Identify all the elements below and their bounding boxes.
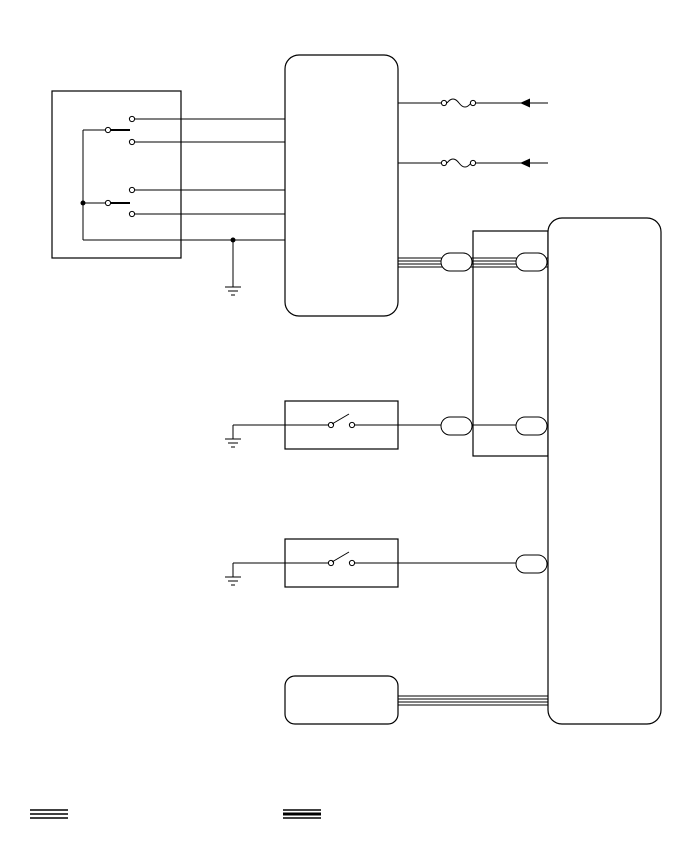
ground-symbol-1: [225, 237, 241, 296]
multiplex-switch-housing: [51, 90, 182, 259]
ground-symbol-2: [225, 425, 241, 448]
switch-2: [233, 538, 548, 588]
ground-symbol-3: [225, 563, 241, 586]
switch-1: [233, 400, 548, 450]
power-arrow-icon: [520, 98, 530, 108]
legend-shielded-double-line: [30, 809, 68, 819]
connector-plug: [515, 416, 548, 436]
connector-plug: [440, 252, 473, 272]
control-module: [284, 54, 399, 317]
legend-shielded-triple-line: [283, 809, 321, 819]
fuse-1: [398, 98, 548, 108]
junction-dot: [80, 200, 86, 206]
connector-plug: [440, 416, 473, 436]
main-control-unit: [547, 217, 662, 725]
sub-module: [284, 675, 548, 725]
multiplex-switch: [51, 90, 285, 259]
sub-module-housing: [284, 675, 399, 725]
connector-plug: [515, 554, 548, 574]
connector-plug: [515, 252, 548, 272]
power-arrow-icon: [520, 158, 530, 168]
fuse-2: [398, 158, 548, 168]
communication-bus: [398, 252, 548, 272]
switch-signal-wires: [135, 118, 285, 215]
